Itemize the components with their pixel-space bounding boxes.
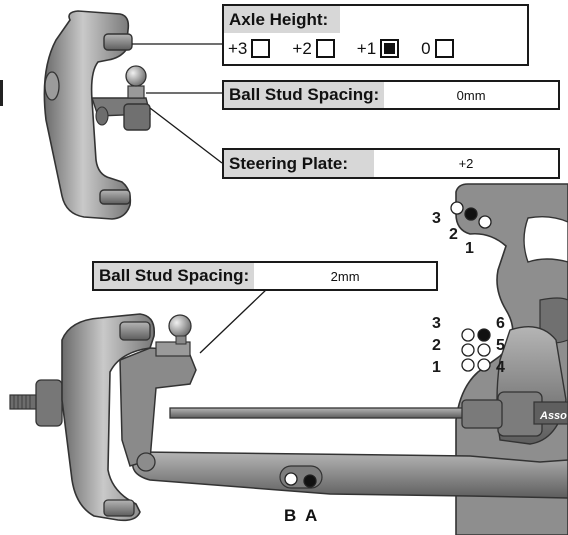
arm-hole-label-b: B xyxy=(284,506,297,525)
ball-stud-spacing-value[interactable]: 0mm xyxy=(456,87,486,103)
steering-arm xyxy=(132,451,568,499)
steering-plate-label: Steering Plate: xyxy=(224,150,374,177)
steering-plate-value[interactable]: +2 xyxy=(458,156,474,171)
checkbox-icon[interactable] xyxy=(315,39,335,58)
top-steering-block xyxy=(43,10,151,220)
checkbox-icon[interactable] xyxy=(251,39,271,58)
checkbox-checked-icon[interactable] xyxy=(380,39,400,58)
option-label: +2 xyxy=(292,38,312,58)
axle-height-option[interactable]: 0 xyxy=(421,38,454,59)
steering-plate xyxy=(455,183,568,535)
lower-hole-label: 3 xyxy=(432,315,441,332)
ball-stud-spacing-value[interactable]: 2mm xyxy=(330,268,360,284)
edge-mark xyxy=(0,80,3,106)
ball-stud-spacing-label: Ball Stud Spacing: xyxy=(94,263,255,289)
brand-text: Asso xyxy=(540,410,567,422)
axle-height-options: +3 +2 +1 0 xyxy=(224,33,527,64)
steering-arm-holes xyxy=(284,472,317,488)
axle-height-option[interactable]: +1 xyxy=(356,38,400,59)
ball-stud-spacing-bottom-callout: Ball Stud Spacing: 2mm xyxy=(92,261,438,291)
option-label: +1 xyxy=(356,38,377,58)
arm-hole-label-a: A xyxy=(305,506,318,525)
lower-hole-label: 5 xyxy=(496,337,505,354)
lower-hole-label: 4 xyxy=(496,359,505,376)
option-label: +3 xyxy=(228,38,248,58)
steering-plate-callout: Steering Plate: +2 xyxy=(222,148,560,179)
lower-hole-label: 6 xyxy=(496,315,505,332)
axle-height-label: Axle Height: xyxy=(224,6,340,33)
lower-hole-label: 1 xyxy=(432,359,441,376)
axle-height-option[interactable]: +3 xyxy=(228,38,271,59)
lower-hole-label: 2 xyxy=(432,337,441,354)
tie-rod xyxy=(169,399,503,429)
ball-stud-spacing-top-callout: Ball Stud Spacing: 0mm xyxy=(222,80,560,110)
leader-lines xyxy=(132,43,269,354)
upper-hole-label: 2 xyxy=(449,226,458,243)
axle-height-callout: Axle Height: +3 +2 +1 0 xyxy=(222,4,529,66)
upper-hole-label: 1 xyxy=(465,240,474,257)
upper-hole-label: 3 xyxy=(432,210,441,227)
plate-lower-holes xyxy=(461,328,491,372)
lower-steering-hub xyxy=(9,313,197,522)
ball-stud-spacing-label: Ball Stud Spacing: xyxy=(224,82,385,108)
plate-upper-holes xyxy=(450,201,492,229)
option-label: 0 xyxy=(421,38,431,58)
axle-height-option[interactable]: +2 xyxy=(292,38,335,59)
checkbox-icon[interactable] xyxy=(434,39,454,58)
